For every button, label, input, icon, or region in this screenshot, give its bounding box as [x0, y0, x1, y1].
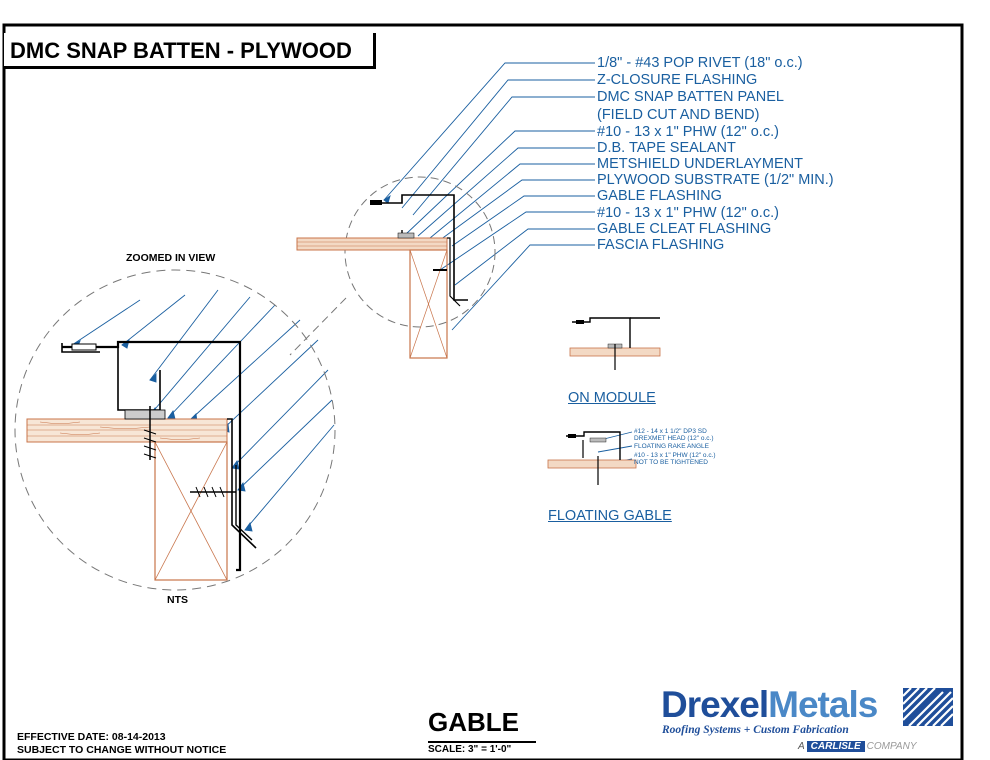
on-module-label: ON MODULE: [568, 390, 656, 406]
floating-note-3: FLOATING RAKE ANGLE: [634, 443, 710, 450]
sheet-border: [2, 23, 964, 760]
detail-circle: [344, 176, 496, 328]
logo-word-b: Metals: [768, 684, 878, 725]
parent-suffix: COMPANY: [866, 741, 917, 752]
callout-phw-1: #10 - 13 x 1" PHW (12" o.c.): [597, 124, 779, 140]
callout-gable-cleat: GABLE CLEAT FLASHING: [597, 221, 772, 237]
callout-snap-batten-panel: DMC SNAP BATTEN PANEL: [597, 89, 784, 105]
callout-z-closure: Z-CLOSURE FLASHING: [597, 72, 758, 88]
zoom-plywood: [26, 418, 228, 443]
floating-gable-detail: [547, 431, 637, 485]
callout-tape-sealant: D.B. TAPE SEALANT: [597, 140, 736, 156]
on-module-detail: [569, 317, 661, 370]
callout-fascia-flashing: FASCIA FLASHING: [597, 237, 725, 253]
logo-word-a: Drexel: [661, 684, 769, 725]
effective-date: EFFECTIVE DATE: 08-14-2013: [17, 731, 166, 743]
callout-gable-flashing: GABLE FLASHING: [597, 188, 722, 204]
callout-plywood: PLYWOOD SUBSTRATE (1/2" MIN.): [597, 172, 834, 188]
zoom-rafter: [154, 441, 228, 581]
zoomed-view: [14, 269, 336, 591]
change-notice: SUBJECT TO CHANGE WITHOUT NOTICE: [17, 744, 227, 756]
page-title: DMC SNAP BATTEN - PLYWOOD: [4, 33, 376, 69]
drawing-scale: SCALE: 3" = 1'-0": [428, 741, 536, 755]
parent-brand: CARLISLE: [806, 741, 865, 752]
drawing-name: GABLE: [428, 707, 519, 737]
logo-stripes-icon: [902, 687, 954, 727]
company-logo: DrexelMetals: [661, 684, 878, 726]
floating-gable-label: FLOATING GABLE: [548, 508, 672, 524]
callout-pop-rivet: 1/8" - #43 POP RIVET (18" o.c.): [597, 55, 803, 71]
floating-note-1: #12 - 14 x 1 1/2" DP3 SD: [634, 428, 707, 435]
zoom-circle: [14, 269, 336, 591]
callout-underlayment: METSHIELD UNDERLAYMENT: [597, 156, 803, 172]
floating-note-4: #10 - 13 x 1" PHW (12" o.c.): [634, 452, 716, 459]
zoomed-view-label: ZOOMED IN VIEW: [126, 252, 216, 264]
plywood-deck: [296, 237, 448, 251]
logo-tagline: Roofing Systems + Custom Fabrication: [662, 724, 849, 736]
parent-prefix: A: [798, 741, 805, 752]
rafter: [409, 249, 448, 359]
floating-note-2: DREXMET HEAD (12" o.c.): [634, 435, 714, 442]
floating-note-5: NOT TO BE TIGHTENED: [634, 459, 708, 466]
gable-detail-small: [289, 176, 496, 359]
nts-label: NTS: [167, 594, 188, 606]
callout-phw-2: #10 - 13 x 1" PHW (12" o.c.): [597, 205, 779, 221]
callout-field-cut: (FIELD CUT AND BEND): [597, 107, 760, 123]
